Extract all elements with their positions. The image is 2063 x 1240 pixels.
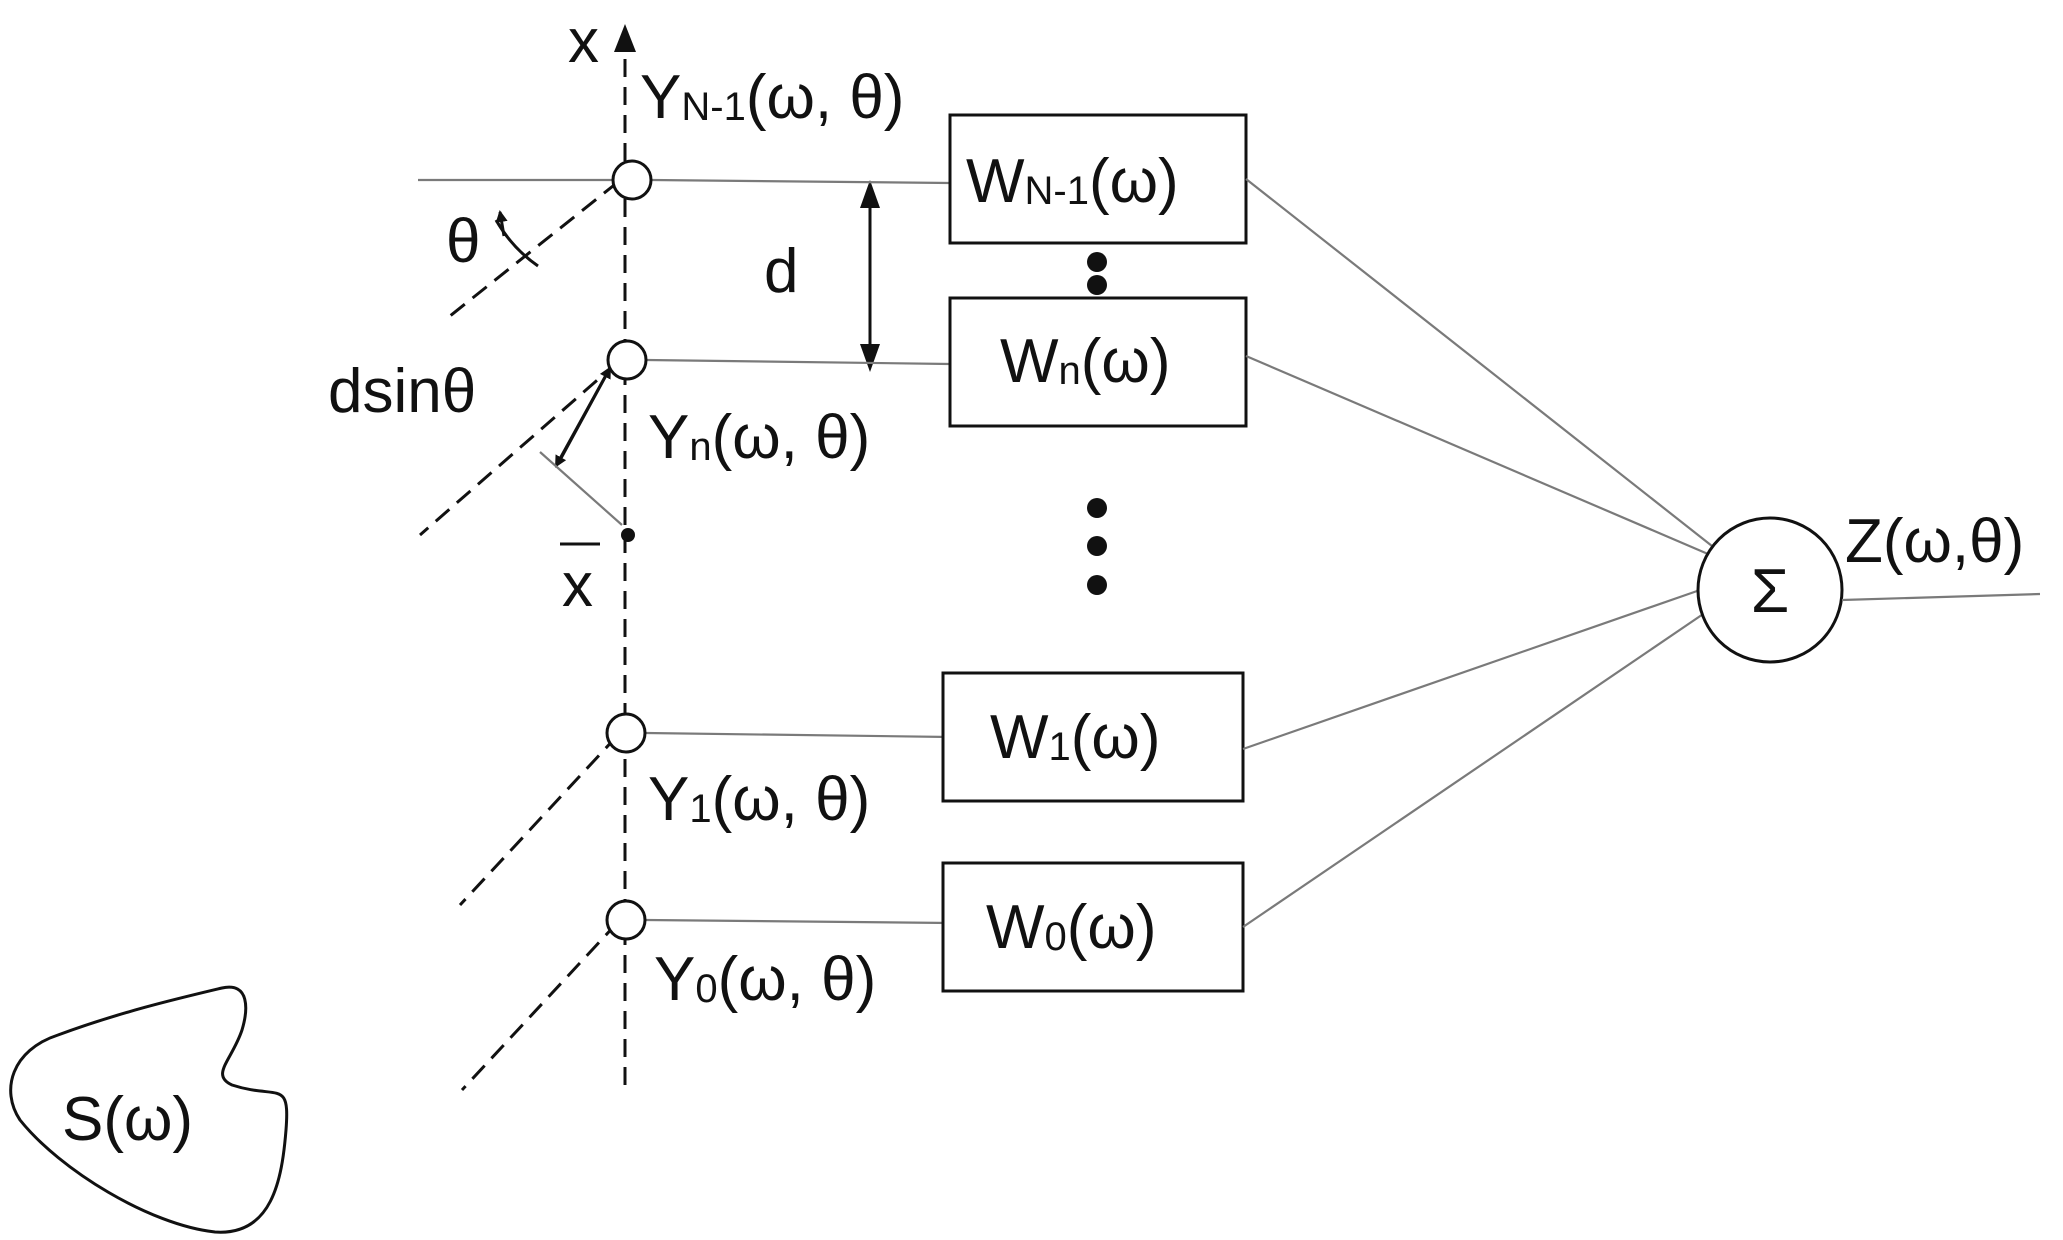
sum-wire-n [1245,354,1709,556]
sensor-0 [605,899,647,941]
summer-symbol: Σ [1751,557,1789,626]
wavefront-1 [458,733,620,907]
sensor-label-0: Y0(ω, θ) [654,945,876,1014]
axis-top-label: x [568,7,599,76]
path-diff-arrow-back [554,367,612,468]
sensor-label-n-1: YN-1(ω, θ) [640,63,904,132]
angle-label: θ [446,207,480,276]
angle-arc [494,219,539,268]
ellipsis-dot [1087,536,1107,556]
output-label: Z(ω,θ) [1845,507,2024,576]
ellipsis-dot [1087,252,1107,272]
filter-box-n [948,296,1248,428]
spacing-arrow-bottom [860,344,880,372]
axis-arrowhead [614,24,636,52]
filter-label-n-1: WN-1(ω) [966,147,1179,216]
array-center-point [621,528,635,542]
ellipsis-dot [1087,575,1107,595]
filter-box-1 [941,671,1245,803]
path-diff-perpendicular [539,451,623,526]
wavefront-top [444,180,619,322]
sensor-label-1: Y1(ω, θ) [648,765,870,834]
wavefront-n [419,360,619,537]
sensor-wire-n-1 [651,178,951,185]
sensor-wire-1 [645,731,951,739]
sensor-label-n: Yn(ω, θ) [648,403,870,472]
path-diff-label: dsinθ [328,357,476,426]
sensor-wire-0 [645,918,951,925]
angle-arrow [495,210,508,237]
sensor-n-1 [611,159,653,201]
spacing-label: d [764,237,798,306]
filter-label-n: Wn(ω) [1000,327,1170,396]
wavefront-0 [460,920,620,1092]
output-line [1841,592,2041,602]
filter-label-1: W1(ω) [990,703,1160,772]
ellipsis-dot [1087,498,1107,518]
sensor-wire-n [646,358,951,366]
sensor-n [606,339,648,381]
sum-wire-0 [1242,607,1713,928]
ellipsis-dot [1087,275,1107,295]
sum-wire-1 [1242,588,1701,751]
filter-label-0: W0(ω) [986,893,1156,962]
sum-wire-n-1 [1245,178,1713,547]
source-label: S(ω) [62,1085,193,1154]
sensor-1 [605,712,647,754]
summer-circle [1696,516,1844,664]
source-outline [9,985,289,1234]
spacing-arrow-top [860,180,880,208]
center-label: x [562,551,593,620]
